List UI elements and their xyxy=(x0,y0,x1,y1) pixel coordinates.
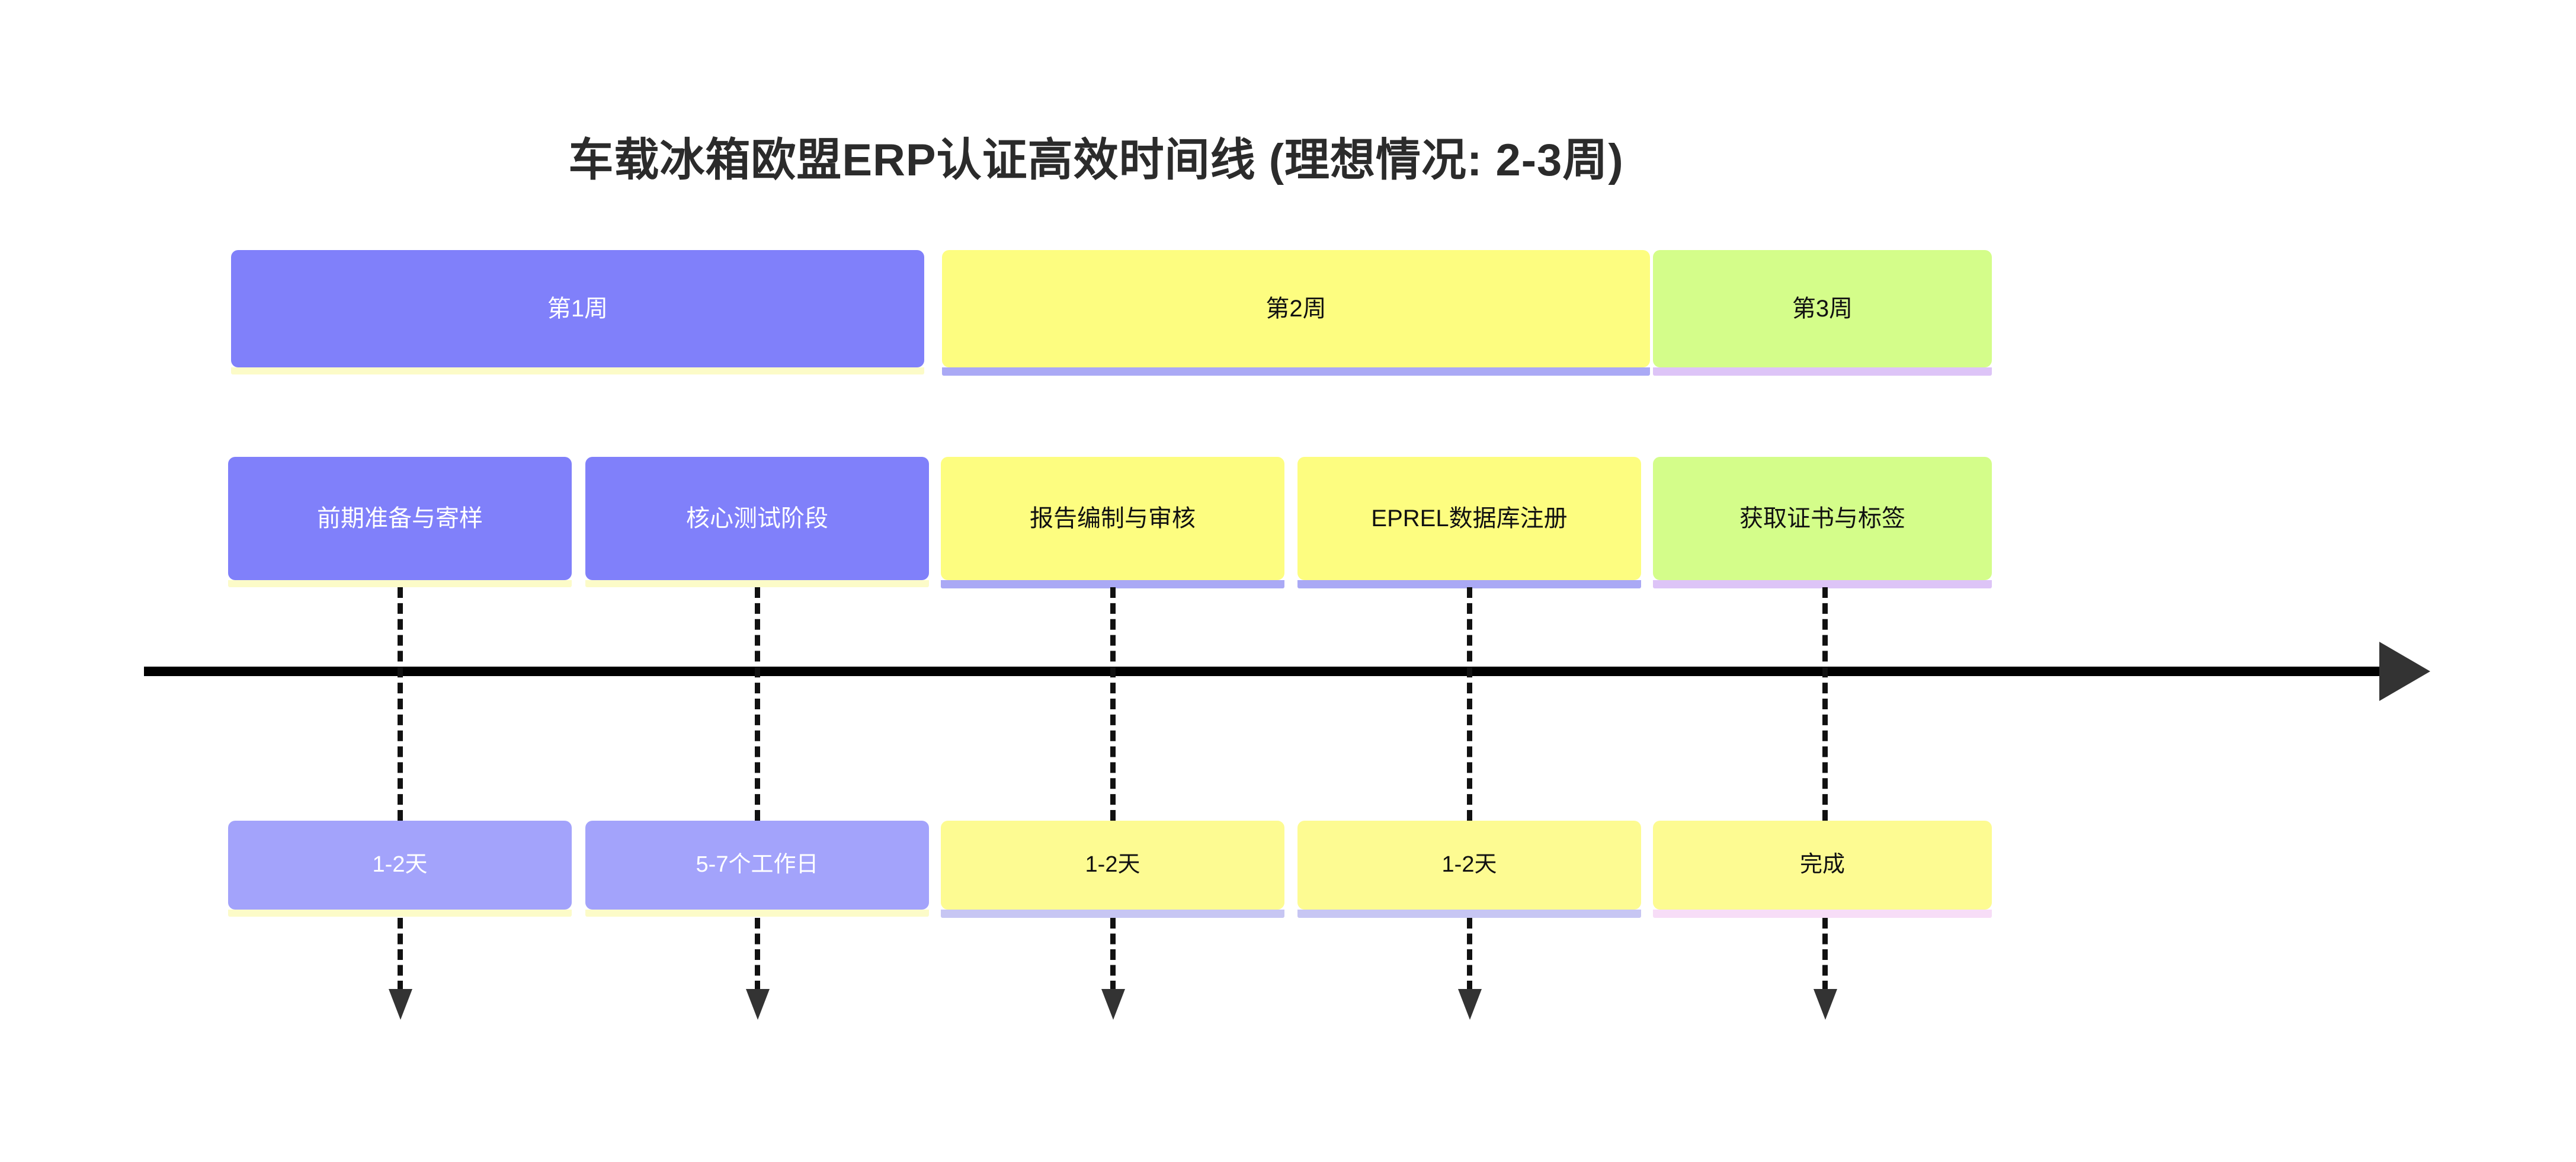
connector-line-3 xyxy=(1110,587,1116,821)
phase-box-4[interactable]: EPREL数据库注册 xyxy=(1297,457,1641,580)
duration-box-1[interactable]: 1-2天 xyxy=(228,821,572,910)
duration-box-3-shadow xyxy=(941,910,1284,918)
week-band-2: 第2周 xyxy=(942,250,1650,367)
week-band-3-label: 第3周 xyxy=(1792,296,1853,322)
week-band-1: 第1周 xyxy=(231,250,924,367)
connector-tail-4 xyxy=(1467,918,1472,991)
phase-box-3-shadow xyxy=(941,580,1284,588)
phase-box-5-label: 获取证书与标签 xyxy=(1739,505,1905,532)
connector-tail-3 xyxy=(1110,918,1116,991)
connector-line-1 xyxy=(398,587,403,821)
connector-arrow-icon-5 xyxy=(1814,989,1837,1020)
phase-box-1-shadow xyxy=(228,580,572,587)
duration-box-4[interactable]: 1-2天 xyxy=(1297,821,1641,910)
duration-box-4-label: 1-2天 xyxy=(1441,852,1497,878)
connector-tail-5 xyxy=(1822,918,1828,991)
week-band-2-shadow xyxy=(942,367,1650,376)
connector-line-5 xyxy=(1822,587,1828,821)
duration-box-2-label: 5-7个工作日 xyxy=(696,852,819,878)
timeline-axis-line xyxy=(144,667,2380,676)
duration-box-2-shadow xyxy=(585,910,929,917)
duration-box-2[interactable]: 5-7个工作日 xyxy=(585,821,929,910)
phase-box-4-label: EPREL数据库注册 xyxy=(1371,505,1568,532)
connector-line-2 xyxy=(755,587,760,821)
week-band-2-label: 第2周 xyxy=(1265,296,1327,322)
phase-box-4-shadow xyxy=(1297,580,1641,588)
phase-box-5[interactable]: 获取证书与标签 xyxy=(1653,457,1992,580)
duration-box-1-shadow xyxy=(228,910,572,917)
week-band-1-label: 第1周 xyxy=(547,296,608,322)
phase-box-3[interactable]: 报告编制与审核 xyxy=(941,457,1284,580)
connector-tail-1 xyxy=(398,918,403,991)
duration-box-3-label: 1-2天 xyxy=(1085,852,1140,878)
phase-box-3-label: 报告编制与审核 xyxy=(1030,505,1196,532)
connector-tail-2 xyxy=(755,918,760,991)
connector-arrow-icon-2 xyxy=(746,989,770,1020)
connector-arrow-icon-1 xyxy=(389,989,412,1020)
phase-box-2-shadow xyxy=(585,580,929,587)
timeline-arrow-icon xyxy=(2379,642,2430,701)
duration-box-5-label: 完成 xyxy=(1799,852,1845,878)
duration-box-5[interactable]: 完成 xyxy=(1653,821,1992,910)
duration-box-3[interactable]: 1-2天 xyxy=(941,821,1284,910)
page-title: 车载冰箱欧盟ERP认证高效时间线 (理想情况: 2-3周) xyxy=(568,135,1624,185)
duration-box-4-shadow xyxy=(1297,910,1641,918)
week-band-3-shadow xyxy=(1653,367,1992,376)
connector-arrow-icon-4 xyxy=(1458,989,1482,1020)
duration-box-1-label: 1-2天 xyxy=(372,852,428,878)
week-band-1-shadow xyxy=(231,367,924,374)
phase-box-1-label: 前期准备与寄样 xyxy=(317,505,483,532)
phase-box-2[interactable]: 核心测试阶段 xyxy=(585,457,929,580)
duration-box-5-shadow xyxy=(1653,910,1992,918)
phase-box-5-shadow xyxy=(1653,580,1992,588)
connector-line-4 xyxy=(1467,587,1472,821)
week-band-3: 第3周 xyxy=(1653,250,1992,367)
connector-arrow-icon-3 xyxy=(1101,989,1125,1020)
phase-box-2-label: 核心测试阶段 xyxy=(686,505,828,532)
phase-box-1[interactable]: 前期准备与寄样 xyxy=(228,457,572,580)
